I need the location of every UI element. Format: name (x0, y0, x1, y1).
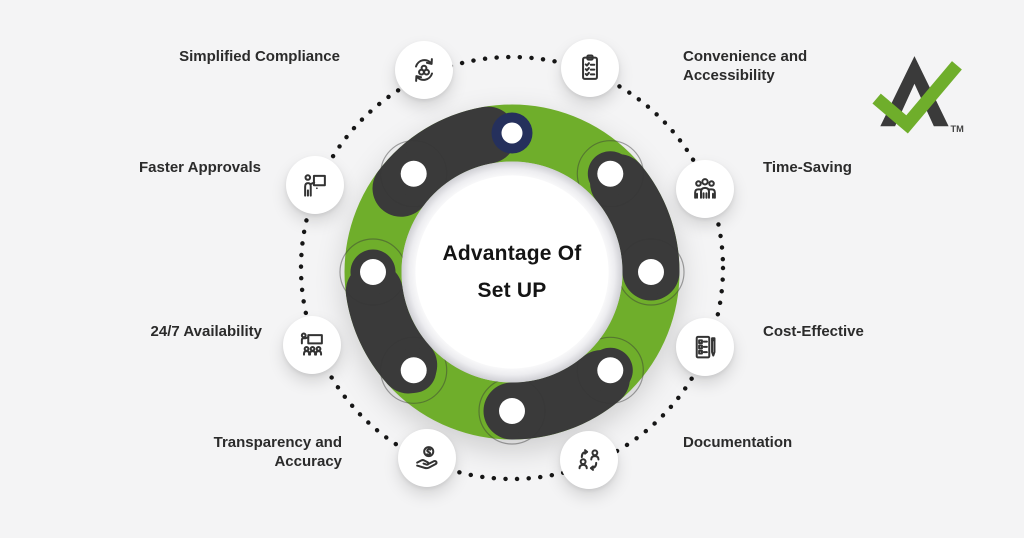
faster-approvals-node (286, 156, 344, 214)
people-exchange-icon (578, 449, 600, 471)
ring-dots (360, 160, 664, 424)
logo-checkmark (872, 61, 962, 134)
diagram-title-line1: Advantage Of (442, 242, 582, 265)
segmented-ring (339, 104, 685, 445)
training-classroom-icon (300, 332, 323, 356)
diagram-title-line2: Set UP (477, 279, 547, 302)
center-white-circle (415, 175, 609, 369)
transparency-accuracy-node (398, 429, 456, 487)
presenter-board-icon (304, 174, 326, 197)
label-time-saving: Time-Saving (763, 159, 852, 176)
clipboard-checklist-icon (582, 54, 598, 80)
sync-process-icon (415, 58, 433, 82)
label-simplified-compliance: Simplified Compliance (179, 48, 340, 65)
label-transparency-accuracy: Transparency and Accuracy (213, 434, 342, 470)
simplified-compliance-node (395, 41, 453, 99)
label-cost-effective: Cost-Effective (763, 323, 864, 340)
diagram-title: Advantage Of Set UP (382, 235, 642, 309)
document-pen-icon (695, 335, 716, 359)
availability-node (283, 316, 341, 374)
label-faster-approvals: Faster Approvals (139, 159, 261, 176)
navy-marker-dot (501, 122, 523, 144)
convenience-accessibility-node (561, 39, 619, 97)
logo-trademark: TM (950, 124, 964, 134)
label-availability: 24/7 Availability (150, 323, 262, 340)
documentation-node (560, 431, 618, 489)
time-saving-node (676, 160, 734, 218)
dotted-orbit-circle (298, 54, 726, 482)
hand-dollar-icon (416, 446, 438, 470)
cost-effective-node (676, 318, 734, 376)
label-documentation: Documentation (683, 434, 793, 451)
node-outline-circles (339, 140, 685, 445)
label-convenience-accessibility: Convenience and Accessibility (683, 48, 808, 84)
people-group-icon (694, 178, 716, 199)
brand-logo: TM (872, 56, 964, 134)
